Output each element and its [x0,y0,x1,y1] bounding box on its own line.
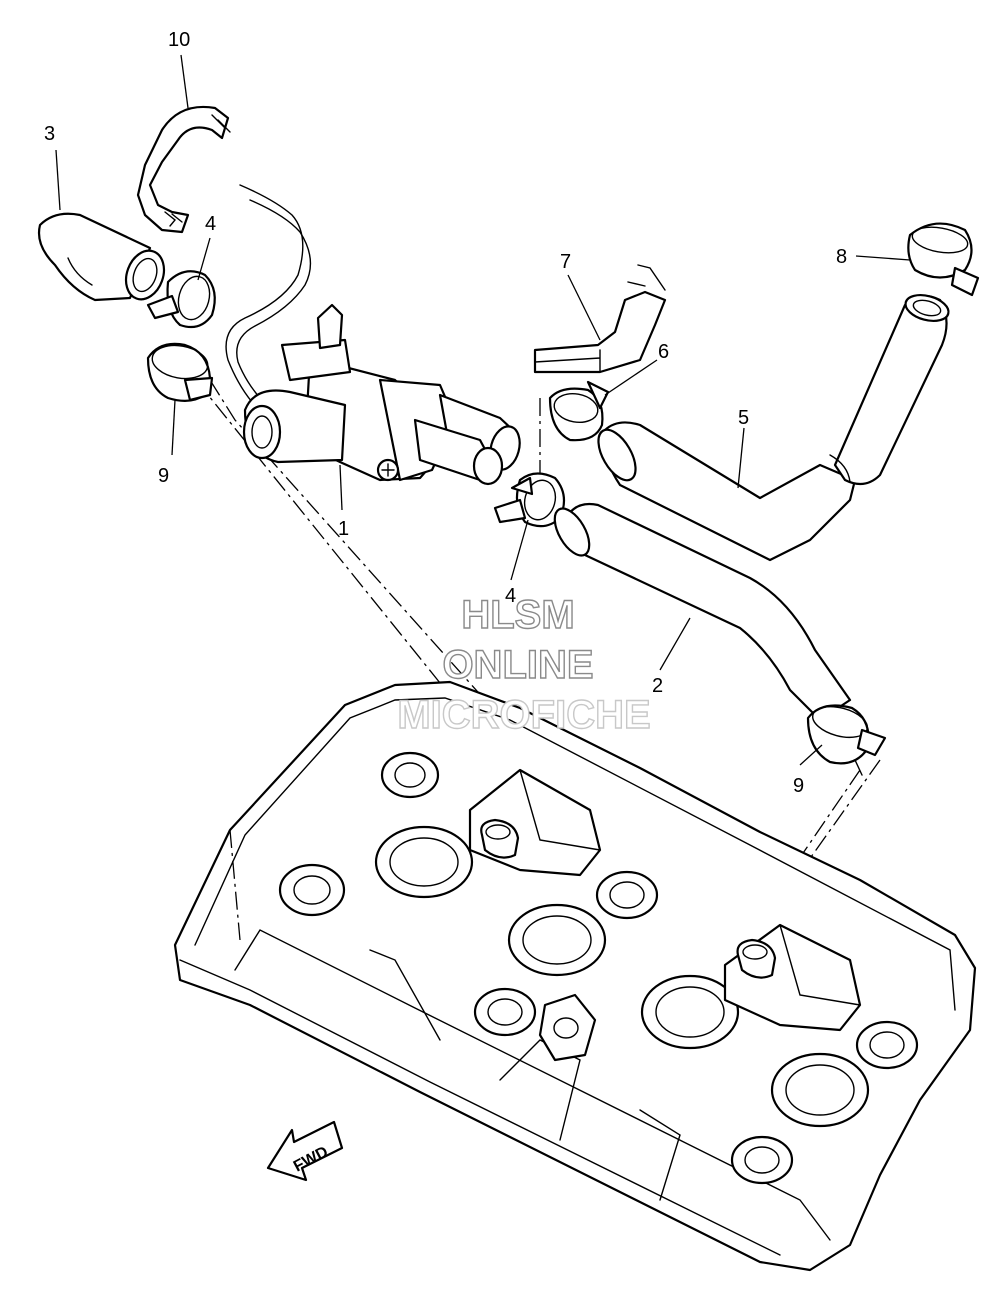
callout-7: 7 [560,251,571,273]
fwd-direction-arrow: FWD [266,1120,344,1182]
part-9-clamp-lower [806,704,887,776]
part-9-clamp-upper [146,342,214,402]
part-8-clamp [907,222,980,297]
leader-lines [55,54,911,766]
part-4-clamp-lower [493,472,566,528]
part-3-bent-hose [37,212,166,302]
callout-3: 3 [44,123,55,145]
callout-2: 2 [652,675,663,697]
part-4-clamp-upper [146,270,216,329]
callout-1: 1 [338,518,349,540]
watermark-line-1: HLSM [461,593,574,637]
part-1-valve-assembly [242,303,521,486]
watermark-line-3: MICROFICHE [397,693,650,737]
cylinder-head-cover [173,680,977,1272]
part-2-long-hose [553,502,852,722]
wire-harness [225,184,312,403]
part-7-bracket [533,264,667,374]
part-6-clamp [548,380,610,442]
callout-10: 10 [168,29,190,51]
callout-9-lower: 9 [793,775,804,797]
callout-8: 8 [836,246,847,268]
cover-bosses [278,751,919,1185]
callout-numbers: 10 3 4 9 1 4 7 6 8 5 2 9 [44,29,847,797]
callout-4-upper: 4 [205,213,216,235]
part-10-strap-clamp [136,105,231,234]
watermark-line-2: ONLINE [442,643,593,687]
callout-6: 6 [658,341,669,363]
callout-9-upper: 9 [158,465,169,487]
watermark: HLSM ONLINE MICROFICHE [397,592,652,737]
callout-4-lower: 4 [505,585,516,607]
callout-5: 5 [738,407,749,429]
reed-valve-covers [468,768,862,1032]
part-5-bent-hose [597,293,950,562]
